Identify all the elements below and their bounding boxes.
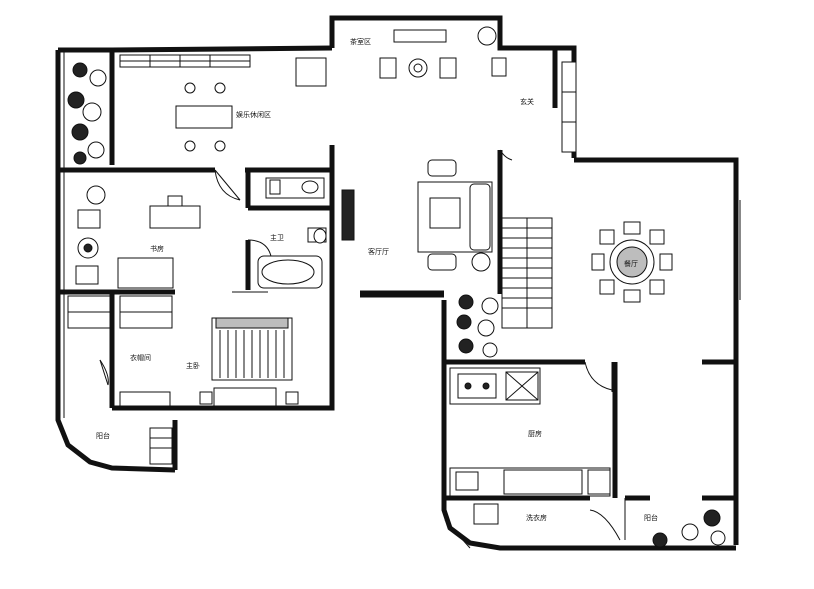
kitchen-counters — [449, 367, 611, 497]
table-with-stools — [175, 82, 233, 152]
label-entertainment: 娱乐休闲区 — [236, 110, 271, 119]
label-living: 客厅厅 — [368, 247, 389, 256]
interior-walls — [58, 48, 650, 501]
label-foyer: 玄关 — [520, 97, 534, 106]
label-kitchen: 厨房 — [528, 429, 542, 438]
plant-cluster-left — [67, 62, 107, 165]
dining-table — [591, 221, 673, 303]
label-walkin-closet: 衣帽间 — [130, 353, 151, 362]
exterior-walls — [55, 15, 739, 551]
cabinet-wall — [119, 54, 251, 68]
plant-cluster-right — [652, 509, 726, 548]
door-swings — [99, 149, 626, 541]
laundry-fixtures — [473, 503, 499, 525]
foyer-cabinet — [561, 61, 577, 153]
plant-cluster-stair — [456, 294, 499, 358]
master-bed — [199, 317, 299, 407]
label-balcony-left: 阳台 — [96, 431, 110, 440]
label-tea-room: 茶室区 — [350, 37, 371, 46]
living-sofa-set — [341, 159, 493, 272]
window-lines — [59, 52, 741, 549]
tea-room-furniture — [295, 26, 507, 87]
room-labels: 娱乐休闲区 书房 主卫 客厅厅 茶室区 玄关 餐厅 衣帽间 主卧 阳台 厨房 洗… — [96, 37, 658, 522]
balcony-fixture — [149, 427, 173, 465]
label-master-bath: 主卫 — [270, 233, 284, 242]
label-balcony-right: 阳台 — [644, 513, 658, 522]
master-bath-fixtures — [257, 177, 327, 289]
wardrobe-shelves — [67, 295, 173, 407]
staircase — [501, 217, 553, 329]
label-master-bedroom: 主卧 — [186, 361, 200, 370]
label-study: 书房 — [150, 244, 164, 253]
study-furniture — [75, 185, 201, 289]
label-laundry: 洗衣房 — [526, 513, 547, 522]
label-dining: 餐厅 — [624, 259, 638, 268]
